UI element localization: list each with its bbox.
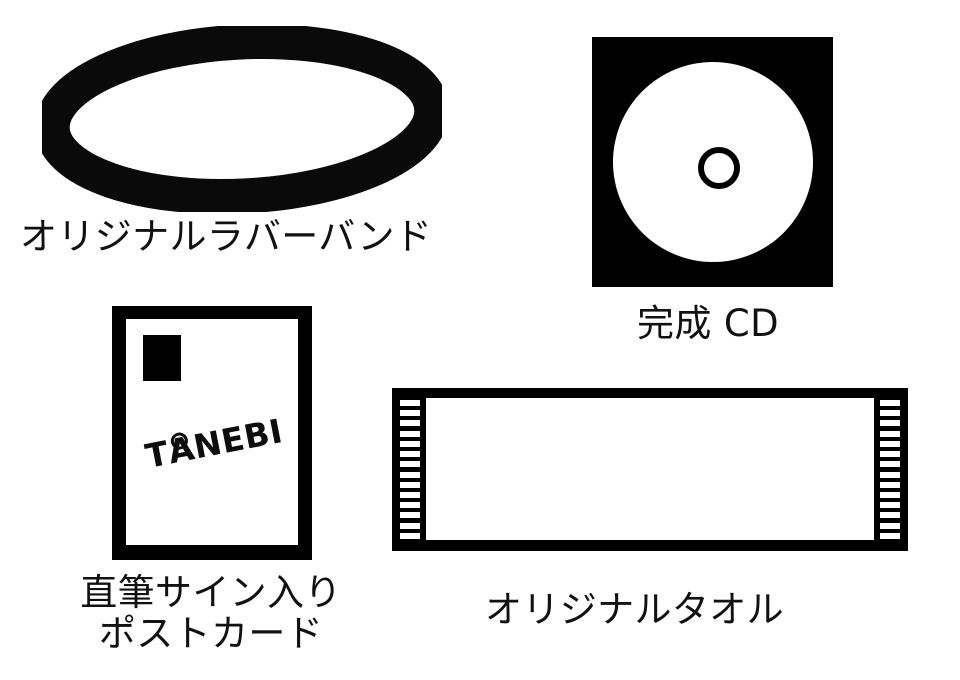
towel-fringe-dash <box>880 461 900 468</box>
towel-fringe-dash <box>400 451 420 458</box>
towel-fringe-dash <box>400 522 420 529</box>
towel-fringe-dash <box>880 532 900 539</box>
towel-fringe-dash <box>400 400 420 406</box>
towel-fringe-dash <box>400 491 420 498</box>
towel-fringe-dash <box>880 451 900 458</box>
towel-fringe-dash <box>880 410 900 417</box>
signature-part-after: NEBI <box>190 411 286 467</box>
towel-fringe-dash <box>400 481 420 488</box>
towel-icon <box>392 388 908 551</box>
towel-fringe-dash <box>400 512 420 519</box>
towel-fringe-dash <box>400 440 420 447</box>
towel-cloth-surface <box>426 398 874 540</box>
cd-disc-surface <box>612 62 813 262</box>
towel-fringe-dash <box>880 430 900 437</box>
towel-fringe-left <box>400 400 420 539</box>
towel-fringe-dash <box>880 502 900 509</box>
caption-postcard-line2: ポストカード <box>98 612 324 656</box>
towel-fringe-dash <box>400 502 420 509</box>
towel-fringe-dash <box>880 471 900 478</box>
towel-fringe-dash <box>880 522 900 529</box>
towel-fringe-dash <box>880 491 900 498</box>
ellipse-ring-icon <box>42 26 442 212</box>
towel-fringe-dash <box>880 400 900 406</box>
caption-cd: 完成 CD <box>637 302 779 345</box>
towel-fringe-dash <box>400 430 420 437</box>
towel-fringe-dash <box>400 420 420 427</box>
caption-postcard: 直筆サイン入り ポストカード <box>66 572 356 655</box>
postage-stamp-icon <box>143 335 181 381</box>
caption-towel: オリジナルタオル <box>485 588 784 631</box>
towel-fringe-dash <box>880 481 900 488</box>
towel-fringe-dash <box>880 420 900 427</box>
towel-fringe-dash <box>880 440 900 447</box>
towel-fringe-dash <box>400 532 420 539</box>
towel-fringe-right <box>880 400 900 539</box>
towel-fringe-dash <box>400 410 420 417</box>
towel-fringe-dash <box>400 471 420 478</box>
caption-rubber-band: オリジナルラバーバンド <box>20 215 433 258</box>
towel-fringe-dash <box>880 512 900 519</box>
compact-disc-icon <box>592 37 833 287</box>
cd-center-hole-icon <box>697 147 740 189</box>
caption-postcard-line1: 直筆サイン入り <box>80 571 342 614</box>
towel-fringe-dash <box>400 461 420 468</box>
